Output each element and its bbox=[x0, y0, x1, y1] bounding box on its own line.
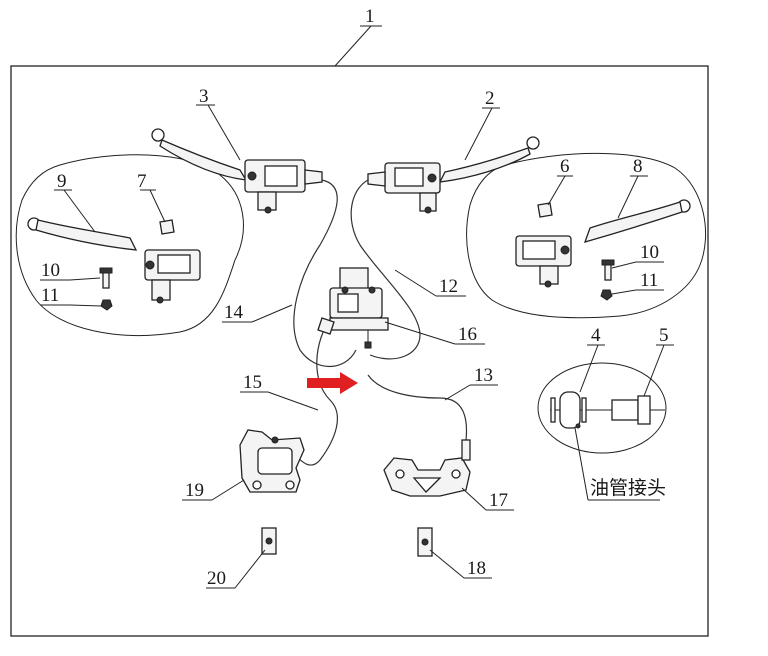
label-3: 3 bbox=[199, 86, 209, 107]
label-15: 15 bbox=[243, 372, 262, 393]
hose-fitting-group-outline bbox=[537, 362, 667, 454]
label-13: 13 bbox=[474, 365, 493, 386]
label-4: 4 bbox=[591, 325, 601, 346]
proportioning-valve bbox=[317, 267, 389, 349]
left-lever-assembly bbox=[27, 217, 201, 311]
label-18: 18 bbox=[467, 558, 486, 579]
label-7: 7 bbox=[137, 171, 147, 192]
flow-arrow bbox=[307, 372, 358, 394]
label-8: 8 bbox=[633, 156, 643, 177]
assembly-callout: 1 bbox=[334, 6, 382, 67]
label-5: 5 bbox=[659, 325, 669, 346]
label-16: 16 bbox=[458, 324, 477, 345]
label-6: 6 bbox=[560, 156, 570, 177]
label-2: 2 bbox=[485, 88, 495, 109]
label-17: 17 bbox=[489, 490, 508, 511]
right-master-cylinder bbox=[367, 136, 540, 214]
label-10-right: 10 bbox=[640, 242, 659, 263]
brake-hose-15 bbox=[291, 319, 339, 466]
label-10-left: 10 bbox=[41, 260, 60, 281]
label-14: 14 bbox=[224, 302, 244, 323]
brake-pad-18 bbox=[417, 527, 433, 557]
brake-hose-12 bbox=[350, 179, 421, 360]
label-11-right: 11 bbox=[640, 270, 658, 291]
right-group-outline bbox=[466, 152, 706, 319]
brake-hose-14 bbox=[293, 179, 357, 368]
right-lever-assembly bbox=[515, 199, 691, 301]
hose-fitting bbox=[550, 391, 665, 429]
label-11-left: 11 bbox=[41, 285, 59, 306]
leader-lines bbox=[40, 104, 674, 589]
label-1: 1 bbox=[365, 6, 375, 27]
right-caliper bbox=[383, 439, 471, 497]
label-12: 12 bbox=[439, 276, 458, 297]
brake-hose-13 bbox=[367, 374, 468, 466]
label-9: 9 bbox=[57, 171, 67, 192]
label-20: 20 bbox=[207, 568, 226, 589]
left-caliper bbox=[239, 429, 305, 493]
brake-pad-20 bbox=[261, 527, 277, 555]
left-master-cylinder bbox=[151, 128, 323, 214]
hose-fitting-callout: 油管接头 bbox=[590, 477, 666, 499]
label-19: 19 bbox=[185, 480, 204, 501]
assembly-frame bbox=[10, 65, 709, 637]
